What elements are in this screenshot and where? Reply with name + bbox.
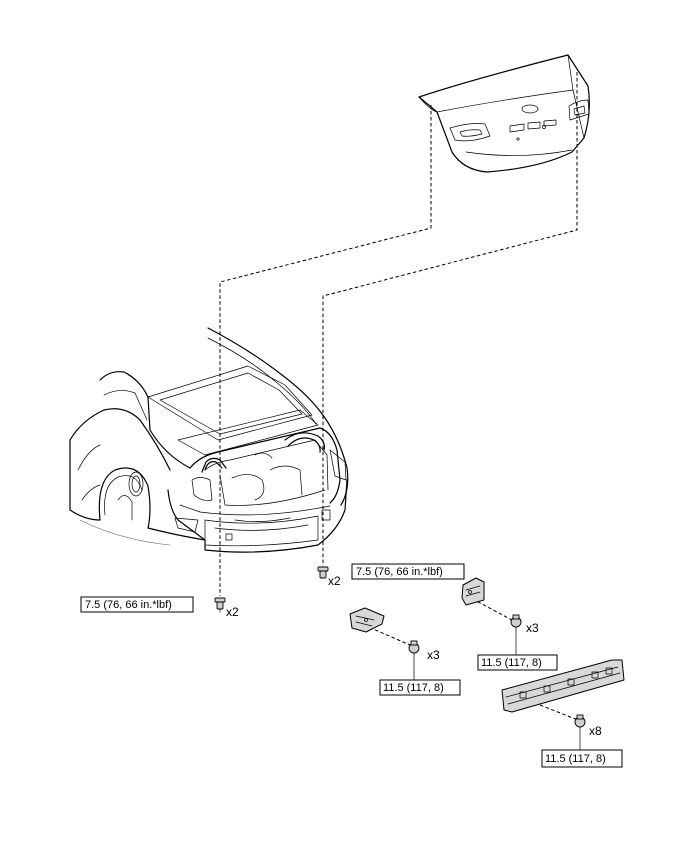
quantity-label: x2	[328, 574, 341, 588]
vehicle-rear-illustration	[69, 327, 349, 553]
panel-bolt-icon	[574, 714, 586, 728]
callout-right-bracket: 11.5 (117, 8) x3	[477, 621, 558, 671]
right-trim-bolt-icon	[317, 566, 329, 579]
leader-lines	[219, 72, 579, 721]
callout-right-trim: 7.5 (76, 66 in.*lbf) x2	[328, 563, 465, 588]
torque-label: 11.5 (117, 8)	[545, 753, 606, 765]
right-bracket-icon	[461, 577, 485, 606]
callout-panel: 11.5 (117, 8) x8	[541, 724, 623, 768]
torque-label: 7.5 (76, 66 in.*lbf)	[356, 566, 443, 578]
quantity-label: x8	[589, 724, 602, 738]
callout-left-trim: 7.5 (76, 66 in.*lbf) x2	[80, 596, 239, 619]
rear-panel-icon	[501, 659, 625, 713]
left-bracket-icon	[349, 607, 385, 633]
quantity-label: x2	[226, 605, 239, 619]
quantity-label: x3	[427, 648, 440, 662]
right-bracket-bolt-icon	[510, 614, 522, 628]
callout-stems	[219, 608, 581, 751]
left-trim-bolt-icon	[214, 597, 226, 610]
callout-left-bracket: 11.5 (117, 8) x3	[379, 648, 461, 696]
quantity-label: x3	[526, 621, 539, 635]
luggage-door-illustration	[418, 54, 590, 173]
torque-label: 7.5 (76, 66 in.*lbf)	[85, 599, 172, 611]
torque-label: 11.5 (117, 8)	[481, 657, 542, 669]
left-bracket-bolt-icon	[408, 640, 420, 654]
torque-label: 11.5 (117, 8)	[383, 682, 444, 694]
